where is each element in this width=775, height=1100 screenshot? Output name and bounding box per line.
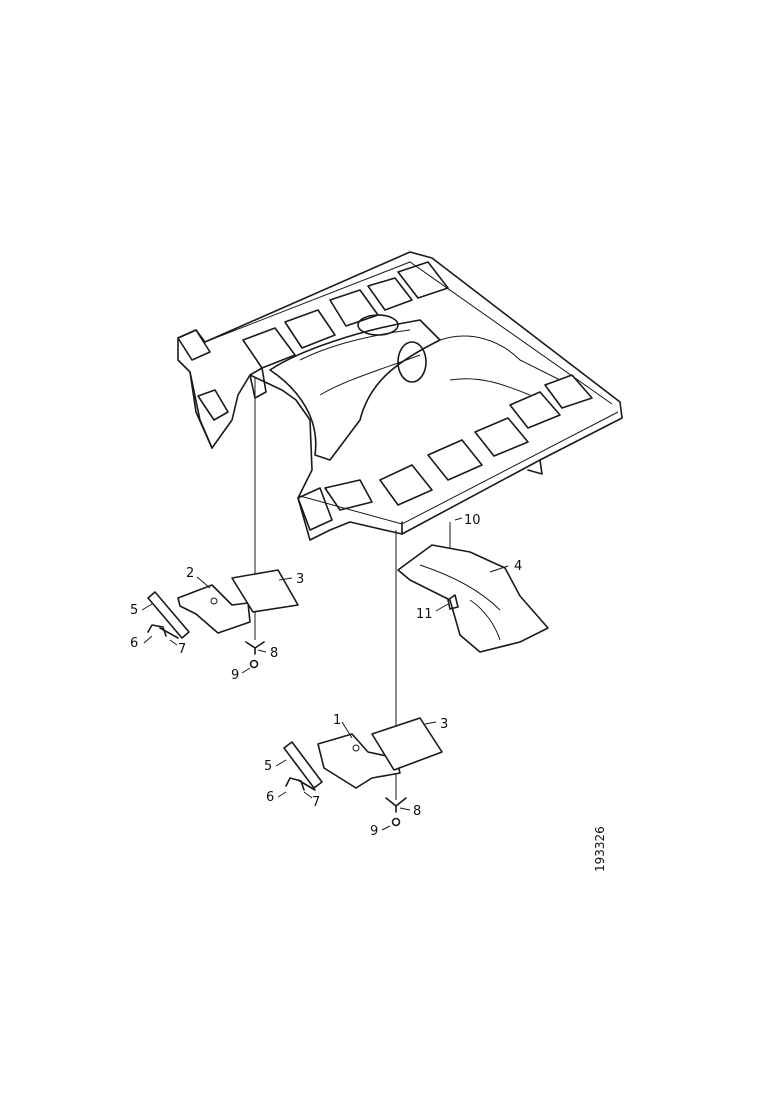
callout-6-upper: 6 — [130, 636, 138, 651]
callout-10: 10 — [464, 513, 481, 528]
drawing-reference-number: 193326 — [593, 826, 607, 872]
bracket-plate-1 — [317, 733, 401, 789]
callout-labels: 2 3 5 6 7 8 9 10 4 11 1 3 5 6 7 8 9 — [130, 513, 522, 839]
bolt-8-lower — [385, 797, 407, 813]
callout-6-lower: 6 — [266, 790, 274, 805]
clip-11 — [447, 594, 459, 610]
callout-3-upper: 3 — [296, 572, 304, 587]
callout-11: 11 — [416, 607, 433, 622]
floor-cover-4 — [397, 544, 549, 653]
callout-8-lower: 8 — [413, 804, 421, 819]
callout-1: 1 — [333, 713, 341, 728]
cover-plate-3-lower — [371, 717, 443, 771]
screw-9-upper — [249, 659, 259, 669]
callout-9-lower: 9 — [370, 824, 378, 839]
clip-6-upper — [147, 624, 167, 637]
callout-9-upper: 9 — [231, 668, 239, 683]
right-cover-group — [397, 544, 549, 653]
callout-2: 2 — [186, 566, 194, 581]
callout-4: 4 — [514, 559, 522, 574]
strip-5-lower — [283, 741, 323, 789]
screw-9-lower — [391, 817, 401, 827]
callout-7-upper: 7 — [178, 642, 186, 657]
callout-3-lower: 3 — [440, 717, 448, 732]
bolt-8-upper — [245, 641, 265, 655]
callout-8-upper: 8 — [270, 646, 278, 661]
callout-leaders — [141, 517, 509, 831]
lower-bracket-group — [283, 717, 443, 827]
bracket-plate-2 — [177, 584, 251, 634]
cover-plate-3-upper — [231, 569, 299, 613]
floor-pan-assembly — [177, 251, 623, 541]
clip-6-lower — [285, 777, 305, 791]
strip-5-upper — [147, 591, 190, 639]
callout-7-lower: 7 — [312, 795, 320, 810]
callout-5-upper: 5 — [130, 603, 138, 618]
upper-bracket-group — [147, 569, 299, 669]
callout-5-lower: 5 — [264, 759, 272, 774]
